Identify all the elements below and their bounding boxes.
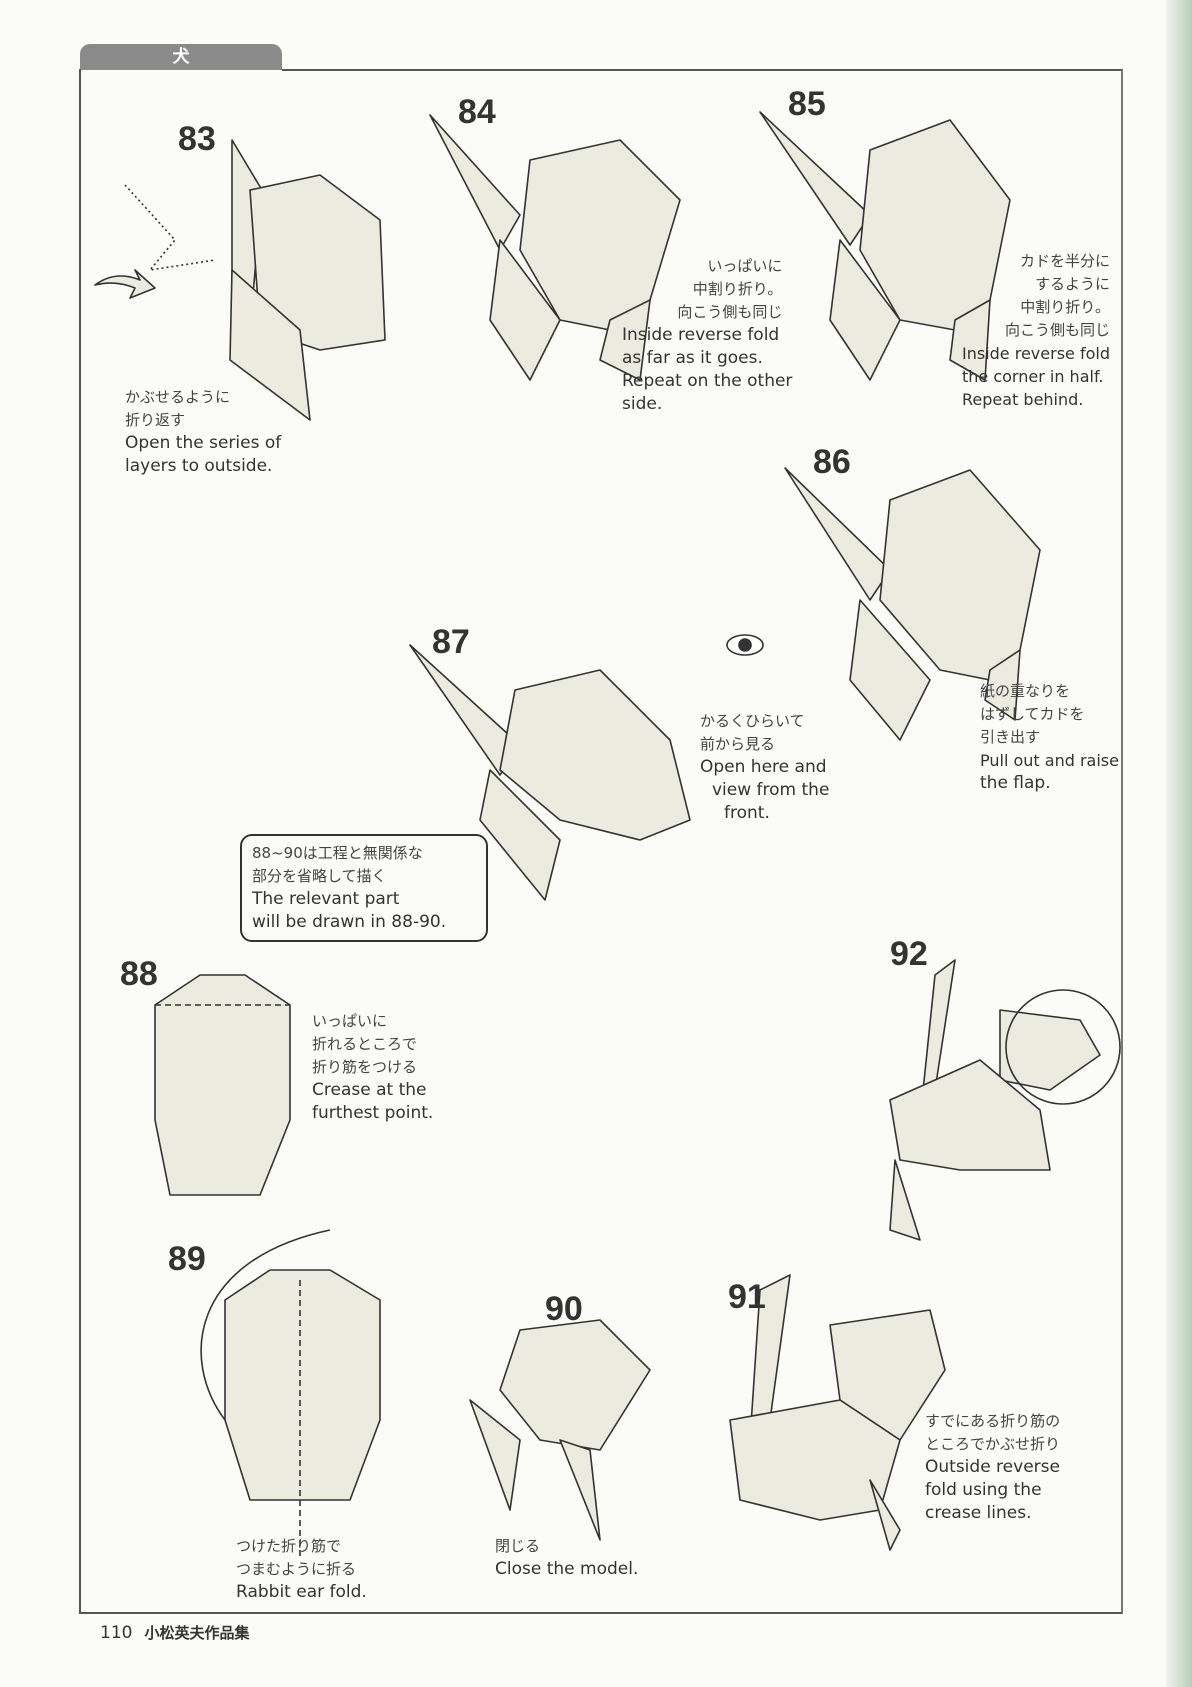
instruction-en: Crease at the	[312, 1080, 427, 1100]
step-91-instructions: すでにある折り筋の ところでかぶせ折り Outside reverse fold…	[925, 1410, 1060, 1525]
instruction-en: front.	[724, 803, 770, 823]
step-number: 90	[545, 1290, 583, 1328]
step-number: 91	[728, 1278, 766, 1316]
instruction-ja: かぶせるように	[125, 388, 231, 406]
diagram-step-91	[729, 1274, 946, 1551]
diagram-step-88	[154, 974, 291, 1196]
instruction-en: Outside reverse	[925, 1457, 1060, 1477]
step-number: 87	[432, 623, 470, 661]
instruction-ja: すでにある折り筋の	[925, 1412, 1061, 1430]
instruction-en: furthest point.	[312, 1103, 434, 1123]
instruction-en: the corner in half.	[962, 367, 1104, 386]
instruction-en: view from the	[712, 780, 830, 800]
instruction-ja: いっぱいに	[707, 257, 783, 275]
step-84-instructions: いっぱいに 中割り折り。 向こう側も同じ Inside reverse fold…	[622, 255, 792, 416]
diagram-step-87	[409, 634, 764, 901]
instruction-ja: 引き出す	[980, 728, 1041, 746]
step-number: 84	[458, 93, 496, 131]
diagram-frame	[79, 69, 1123, 1614]
instruction-ja: つけた折り筋で	[236, 1537, 342, 1555]
instruction-en: Inside reverse fold	[622, 325, 780, 345]
diagram-step-89	[200, 1229, 381, 1560]
step-number: 92	[890, 935, 928, 973]
instruction-en: crease lines.	[925, 1503, 1032, 1523]
diagram-step-84	[429, 114, 681, 381]
book-title: 小松英夫作品集	[144, 1624, 250, 1642]
instruction-ja: ところでかぶせ折り	[925, 1435, 1061, 1453]
step-87-instructions: かるくひらいて 前から見る Open here and view from th…	[700, 710, 829, 825]
step-83-instructions: かぶせるように 折り返す Open the series of layers t…	[125, 386, 281, 478]
step-number: 89	[168, 1240, 206, 1278]
instruction-en: Inside reverse fold	[962, 344, 1110, 363]
instruction-en: Repeat behind.	[962, 390, 1084, 409]
instruction-ja: 折り返す	[125, 411, 186, 429]
instruction-ja: 閉じる	[495, 1537, 541, 1555]
instruction-en: Repeat on the other	[622, 371, 793, 391]
frame-top-line	[282, 69, 1121, 71]
instruction-en: Open here and	[700, 757, 827, 777]
step-number: 83	[178, 120, 216, 158]
instruction-en: side.	[622, 394, 663, 414]
instruction-ja: カドを半分に	[1019, 252, 1110, 270]
instruction-ja: つまむように折る	[236, 1560, 357, 1578]
instruction-ja: 紙の重なりを	[980, 682, 1071, 700]
step-85-instructions: カドを半分に するように 中割り折り。 向こう側も同じ Inside rever…	[962, 250, 1110, 411]
instruction-ja: 折り筋をつける	[312, 1058, 418, 1076]
instruction-ja: 中割り折り。	[1020, 298, 1110, 316]
instruction-ja: 向こう側も同じ	[677, 303, 783, 321]
instruction-en: the flap.	[980, 773, 1051, 793]
instruction-ja: いっぱいに	[312, 1012, 388, 1030]
instruction-ja: 向こう側も同じ	[1004, 321, 1110, 339]
step-number: 85	[788, 85, 826, 123]
note-box: 88~90は工程と無関係な 部分を省略して描く The relevant par…	[240, 834, 488, 942]
instruction-ja: 中割り折り。	[692, 280, 783, 298]
diagram-step-83	[94, 139, 386, 421]
step-89-instructions: つけた折り筋で つまむように折る Rabbit ear fold.	[236, 1535, 367, 1604]
section-tab: 犬	[80, 44, 282, 70]
instruction-ja: 前から見る	[700, 735, 776, 753]
diagram-step-92	[889, 959, 1121, 1241]
note-en: will be drawn in 88-90.	[252, 912, 447, 932]
instruction-ja: 折れるところで	[312, 1035, 418, 1053]
page-number: 110	[100, 1623, 133, 1643]
instruction-en: layers to outside.	[125, 456, 273, 476]
instruction-en: Rabbit ear fold.	[236, 1582, 367, 1602]
instruction-ja: はずしてカドを	[980, 705, 1085, 723]
instruction-en: Pull out and raise	[980, 751, 1119, 770]
step-88-instructions: いっぱいに 折れるところで 折り筋をつける Crease at the furt…	[312, 1010, 433, 1125]
note-ja: 88~90は工程と無関係な	[252, 844, 423, 862]
page-edge	[1166, 0, 1192, 1687]
step-86-instructions: 紙の重なりを はずしてカドを 引き出す Pull out and raise t…	[980, 680, 1119, 795]
instruction-en: as far as it goes.	[622, 348, 763, 368]
note-en: The relevant part	[252, 889, 400, 909]
instruction-en: fold using the	[925, 1480, 1042, 1500]
instruction-ja: かるくひらいて	[700, 712, 805, 730]
diagram-step-86	[784, 467, 1041, 741]
note-ja: 部分を省略して描く	[252, 867, 387, 885]
page-footer: 110 小松英夫作品集	[100, 1622, 249, 1643]
instruction-en: Open the series of	[125, 433, 282, 453]
step-number: 88	[120, 955, 158, 993]
step-number: 86	[813, 443, 851, 481]
diagram-step-90	[469, 1319, 651, 1541]
step-90-instructions: 閉じる Close the model.	[495, 1535, 638, 1581]
instruction-ja: するように	[1034, 275, 1110, 293]
instruction-en: Close the model.	[495, 1559, 639, 1579]
diagram-step-85	[759, 111, 1011, 381]
